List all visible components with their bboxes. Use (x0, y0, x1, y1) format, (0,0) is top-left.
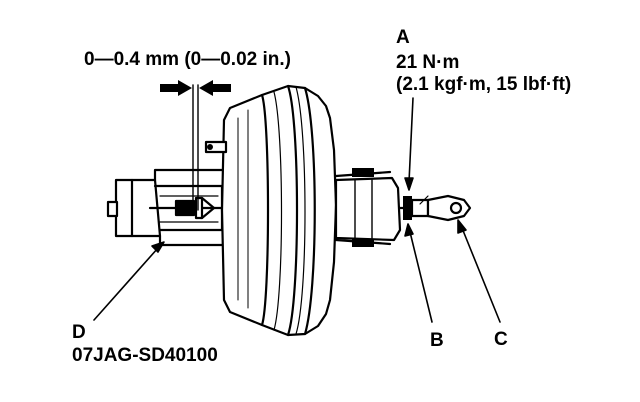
mounting-studs (334, 168, 392, 247)
booster-rear-flange (334, 176, 402, 242)
push-rod-assembly (398, 194, 472, 222)
special-tool-gauge (106, 168, 234, 247)
callout-b-letter: B (430, 330, 444, 351)
torque-value-label: 21 N·m (396, 52, 460, 73)
brake-booster-shell (204, 84, 338, 337)
clearance-spec-label: 0—0.4 mm (0—0.02 in.) (84, 49, 291, 70)
callout-c-letter: C (494, 329, 508, 350)
tool-number-label: 07JAG-SD40100 (72, 345, 218, 366)
leader-lines (93, 97, 501, 323)
torque-alt-units-label: (2.1 kgf·m, 15 lbf·ft) (396, 74, 572, 95)
callout-d-letter: D (72, 322, 86, 343)
callout-a-letter: A (396, 27, 410, 48)
clearance-arrows (160, 80, 231, 96)
